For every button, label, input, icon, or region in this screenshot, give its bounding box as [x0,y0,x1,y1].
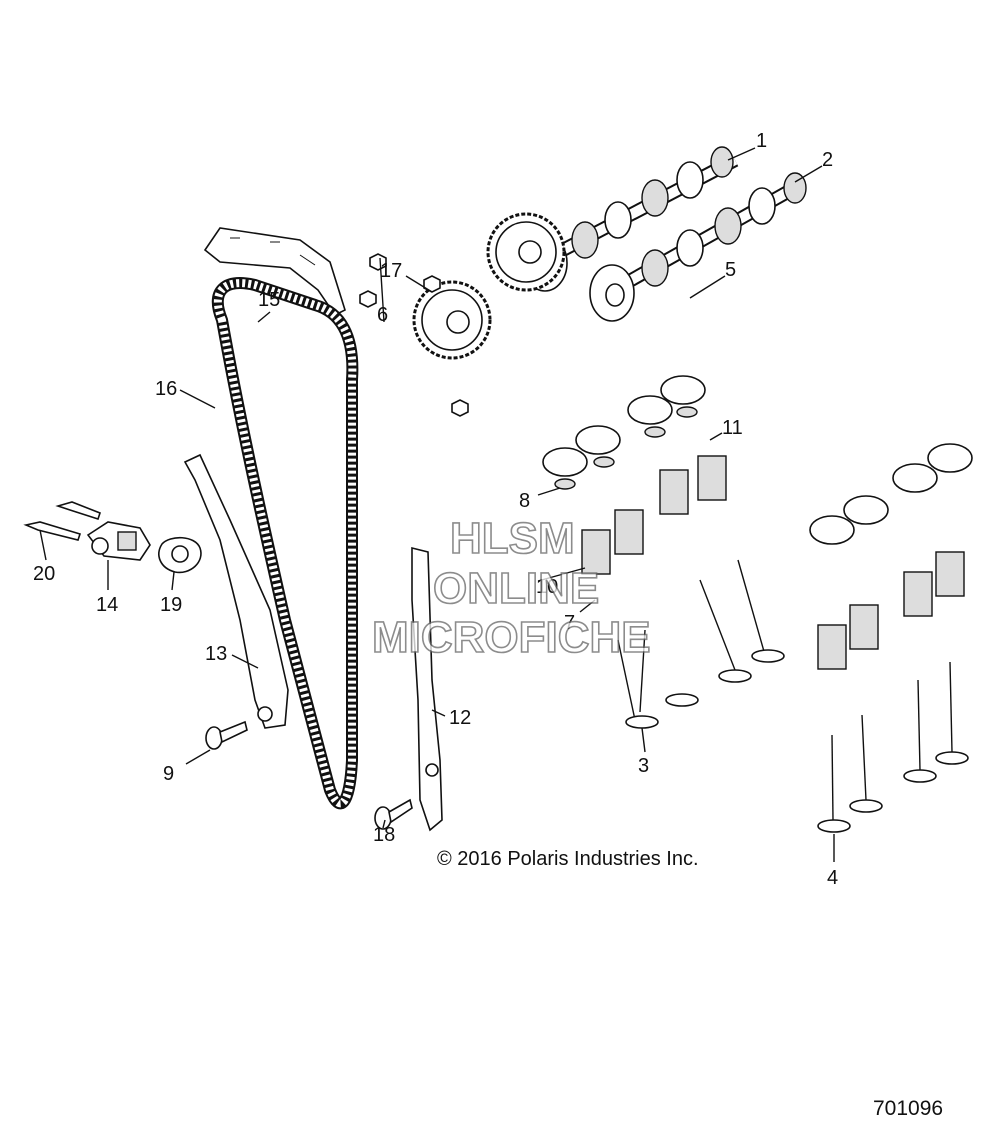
valve-train-right[interactable] [809,443,973,833]
leader-lines [39,147,835,862]
callout-1: 1 [756,130,767,152]
callout-11: 11 [722,417,743,439]
sprocket-bolt[interactable] [359,253,469,417]
callout-14: 14 [96,594,118,616]
document-number: 701096 [873,1097,943,1120]
callout-9: 9 [163,763,174,785]
callout-20: 20 [33,563,55,585]
valve-train-left[interactable] [542,375,785,729]
cam-sprocket[interactable] [412,212,566,360]
watermark-line-1: HLSM [450,514,575,563]
tensioner-gasket[interactable] [158,536,202,574]
callout-13: 13 [205,643,227,665]
watermark: HLSM ONLINE MICROFICHE [371,513,651,663]
callout-2: 2 [822,149,833,171]
callout-15: 15 [258,289,280,311]
callout-18: 18 [373,824,395,846]
callout-3: 3 [638,755,649,777]
callout-19: 19 [160,594,182,616]
callout-labels: 1 2 3 4 5 6 7 8 9 10 11 12 13 14 15 16 1… [33,130,838,889]
callout-8: 8 [519,490,530,512]
watermark-line-2: ONLINE [433,564,599,613]
upper-chain-guide[interactable] [203,227,346,317]
callout-10: 10 [536,576,558,598]
copyright-text: © 2016 Polaris Industries Inc. [437,848,699,870]
watermark-line-3: MICROFICHE [372,613,651,662]
fixed-chain-guide[interactable] [411,546,443,832]
timing-chain[interactable] [211,277,359,810]
callout-6: 6 [377,304,388,326]
callout-16: 16 [155,378,177,400]
tensioner-bolt[interactable] [23,501,101,541]
callout-7: 7 [564,612,575,634]
callout-12: 12 [449,707,471,729]
intake-camshaft[interactable] [589,172,807,322]
callout-5: 5 [725,259,736,281]
guide-pivot-bolt[interactable] [205,720,413,830]
callout-4: 4 [827,867,838,889]
chain-tensioner[interactable] [86,521,151,561]
callout-17: 17 [380,260,402,282]
tensioner-guide[interactable] [183,453,289,729]
